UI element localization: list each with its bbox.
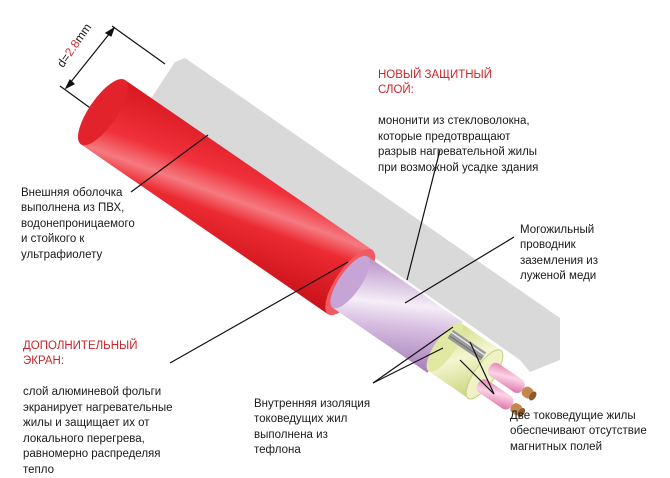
new-layer-text: мононити из стекловолокна, которые предо… (378, 115, 539, 174)
outer-sheath-text: Внешняя оболочка выполнена из ПВХ, водон… (21, 186, 135, 261)
label-inner-insulation: Внутренняя изоляция токоведущих жил выпо… (254, 381, 370, 459)
cable-diagram: d=2.8mm Внешняя оболочка выполнена из ПВ… (21, 21, 647, 476)
ground-conductor-text: Могожильный проводник заземления из луже… (520, 223, 598, 283)
ground-conductor (447, 329, 487, 361)
outer-sheath (80, 80, 373, 315)
cable-shadow (150, 58, 560, 372)
inner-insulation-bottom (476, 379, 514, 410)
cable-illustration (59, 25, 560, 417)
fiber-layer (428, 323, 501, 399)
two-cores-text: Две токоведущие жилы обеспечивают отсутс… (510, 409, 647, 453)
inner-insulation-top (487, 362, 525, 394)
dimension-marker (59, 25, 166, 127)
label-ground-conductor: Могожильный проводник заземления из луже… (520, 207, 598, 285)
leader-lines (130, 134, 515, 395)
new-layer-title: НОВЫЙ ЗАЩИТНЫЙ СЛОЙ: (378, 68, 493, 97)
extra-screen-text: слой алюминевой фольги экранирует нагрев… (23, 386, 173, 476)
outer-sheath-back (77, 79, 128, 146)
extra-screen-title: ДОПОЛНИТЕЛЬНЫЙ ЭКРАН: (23, 339, 138, 368)
label-new-protective-layer: НОВЫЙ ЗАЩИТНЫЙ СЛОЙ: мононити из стеклов… (378, 52, 538, 176)
inner-insulation-text: Внутренняя изоляция токоведущих жил выпо… (254, 397, 371, 457)
label-extra-screen: ДОПОЛНИТЕЛЬНЫЙ ЭКРАН: слой алюминевой фо… (23, 323, 173, 478)
label-outer-sheath: Внешняя оболочка выполнена из ПВХ, водон… (21, 170, 135, 263)
label-two-cores: Две токоведущие жилы обеспечивают отсутс… (510, 393, 647, 455)
